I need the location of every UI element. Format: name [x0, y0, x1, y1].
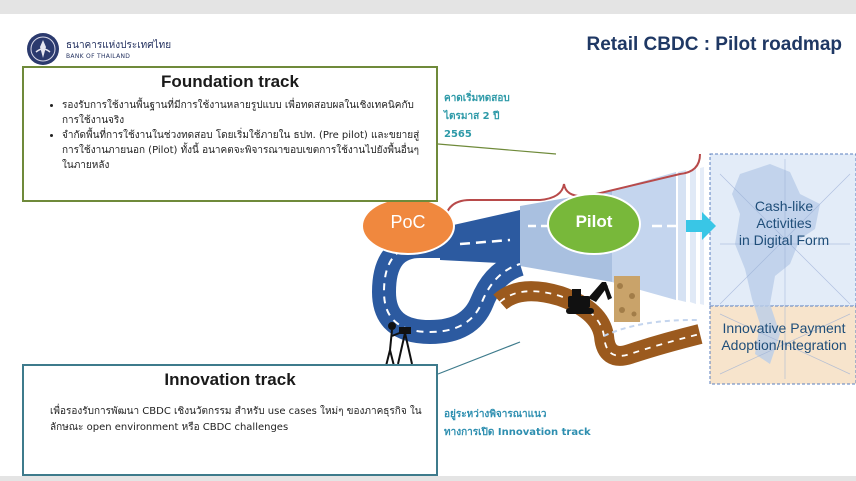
- timing-line: 2565: [444, 129, 472, 140]
- poc-oval: [361, 197, 455, 255]
- bank-seal-icon: [27, 33, 59, 65]
- pilot-arrow: [686, 212, 716, 240]
- innovation-status-note: อยู่ระหว่างพิจารณาแนว ทางการเปิด Innovat…: [444, 406, 614, 442]
- foundation-bullet: รองรับการใช้งานพื้นฐานที่มีการใช้งานหลาย…: [62, 98, 428, 128]
- timing-line: คาดเริ่มทดสอบ: [444, 93, 510, 104]
- foundation-connector: [437, 143, 557, 155]
- surveyor-icon: [385, 322, 413, 367]
- status-line: ทางการเปิด Innovation track: [444, 427, 591, 438]
- thailand-map-icon: [732, 164, 820, 364]
- status-line: อยู่ระหว่างพิจารณาแนว: [444, 409, 547, 420]
- timing-line: ไตรมาส 2 ปี: [444, 111, 500, 122]
- page-title: Retail CBDC : Pilot roadmap: [586, 34, 842, 55]
- foundation-track-title: Foundation track: [161, 72, 299, 91]
- innovation-track-callout: Innovation track เพื่อรองรับการพัฒนา CBD…: [22, 364, 438, 476]
- logo-text: ธนาคารแห่งประเทศไทย BANK OF THAILAND: [66, 40, 171, 61]
- org-name-th: ธนาคารแห่งประเทศไทย: [66, 40, 172, 51]
- foundation-bullet-list: รองรับการใช้งานพื้นฐานที่มีการใช้งานหลาย…: [24, 98, 428, 173]
- poc-road-segment: [440, 210, 520, 264]
- roadmap-graphic: [361, 143, 856, 385]
- funnel-segment-4: [690, 168, 696, 304]
- thailand-map-panel: [709, 153, 856, 385]
- foundation-track-callout: Foundation track รองรับการใช้งานพื้นฐานท…: [22, 66, 438, 202]
- innovation-connector: [437, 341, 521, 375]
- pilot-oval: [547, 193, 641, 255]
- funnel-segment-3: [678, 170, 686, 302]
- excavator-icon: [566, 282, 612, 314]
- foundation-timing-note: คาดเริ่มทดสอบ ไตรมาส 2 ปี 2565: [444, 90, 544, 144]
- slide: ธนาคารแห่งประเทศไทย BANK OF THAILAND Ret…: [0, 14, 856, 476]
- innovation-track-title: Innovation track: [164, 370, 296, 389]
- pilot-period-brace: [443, 153, 701, 229]
- foundation-bullet: จำกัดพื้นที่การใช้งานในช่วงทดสอบ โดยเริ่…: [62, 128, 428, 173]
- innovation-track-body: เพื่อรองรับการพัฒนา CBDC เชิงนวัตกรรม สำ…: [50, 406, 422, 433]
- org-name-en: BANK OF THAILAND: [66, 53, 131, 60]
